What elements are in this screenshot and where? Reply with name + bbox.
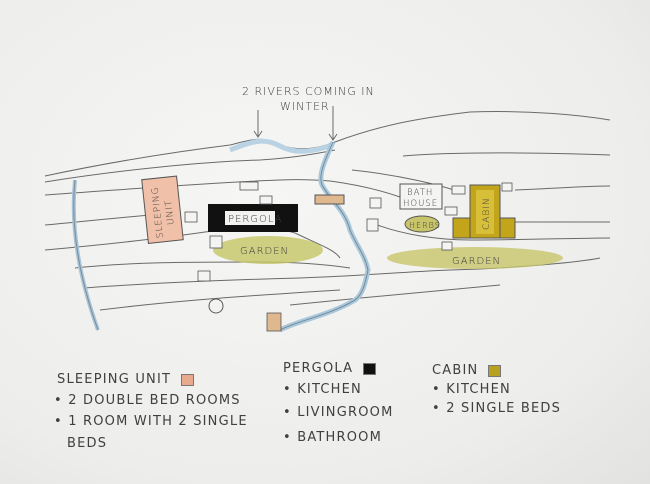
garden-right-area: [387, 247, 563, 269]
legend-cabin-title: CABIN: [432, 363, 479, 378]
legend-item: • BATHROOM: [283, 430, 383, 445]
legend-pergola: PERGOLA • KITCHEN • LIVINGROOM • BATHROO…: [283, 362, 394, 444]
legend-item: • 2 DOUBLE BED ROOMS: [54, 393, 241, 408]
rivers: [71, 138, 371, 333]
small-structures: [184, 181, 513, 332]
sleeping-unit-swatch: [181, 373, 195, 386]
cabin-building: CABIN: [452, 184, 516, 239]
legend-item: • 2 SINGLE BEDS: [432, 401, 562, 416]
bath-house-label: BATH: [407, 188, 433, 198]
bridge: [314, 194, 345, 205]
terrain-lines: [44, 111, 611, 311]
pergola-label-bg: [225, 211, 275, 225]
legend-sleeping-unit-title: SLEEPING UNIT: [57, 372, 172, 387]
garden-right-label: GARDEN: [452, 256, 501, 267]
legend-item: • KITCHEN: [283, 382, 362, 397]
rivers-annotation: 2 RIVERS COMING IN WINTER: [242, 85, 375, 141]
pergola-swatch: [363, 362, 377, 375]
garden-left-label: GARDEN: [240, 246, 289, 257]
sleeping-unit-building: SLEEPING UNIT: [141, 175, 184, 244]
legend-cabin: CABIN • KITCHEN • 2 SINGLE BEDS: [432, 364, 561, 415]
cabin-swatch: [488, 364, 502, 377]
sleeping-unit-label-2: UNIT: [164, 199, 177, 225]
garden-left-area: [213, 236, 323, 264]
bath-house-label-2: HOUSE: [403, 199, 438, 209]
legend-pergola-title: PERGOLA: [283, 361, 354, 376]
legend-item: • KITCHEN: [432, 382, 511, 397]
annotation-text-line2: WINTER: [280, 100, 330, 113]
tree-icon: [208, 298, 224, 314]
arrow-icon: [328, 106, 338, 141]
pergola-label: PERGOLA: [228, 214, 283, 225]
legend-item: BEDS: [67, 436, 108, 451]
herbs-bed: [404, 215, 440, 233]
legend-item: • 1 ROOM WITH 2 SINGLE: [54, 414, 248, 429]
legend-item: • LIVINGROOM: [283, 405, 394, 420]
cabin-label: CABIN: [482, 197, 492, 230]
herbs-label: HERBS: [409, 221, 441, 230]
bath-house-building: [399, 183, 443, 210]
annotation-text-line1: 2 RIVERS COMING IN: [242, 85, 375, 98]
arrow-icon: [253, 110, 263, 138]
legend-sleeping-unit: SLEEPING UNIT • 2 DOUBLE BED ROOMS • 1 R…: [54, 372, 248, 451]
